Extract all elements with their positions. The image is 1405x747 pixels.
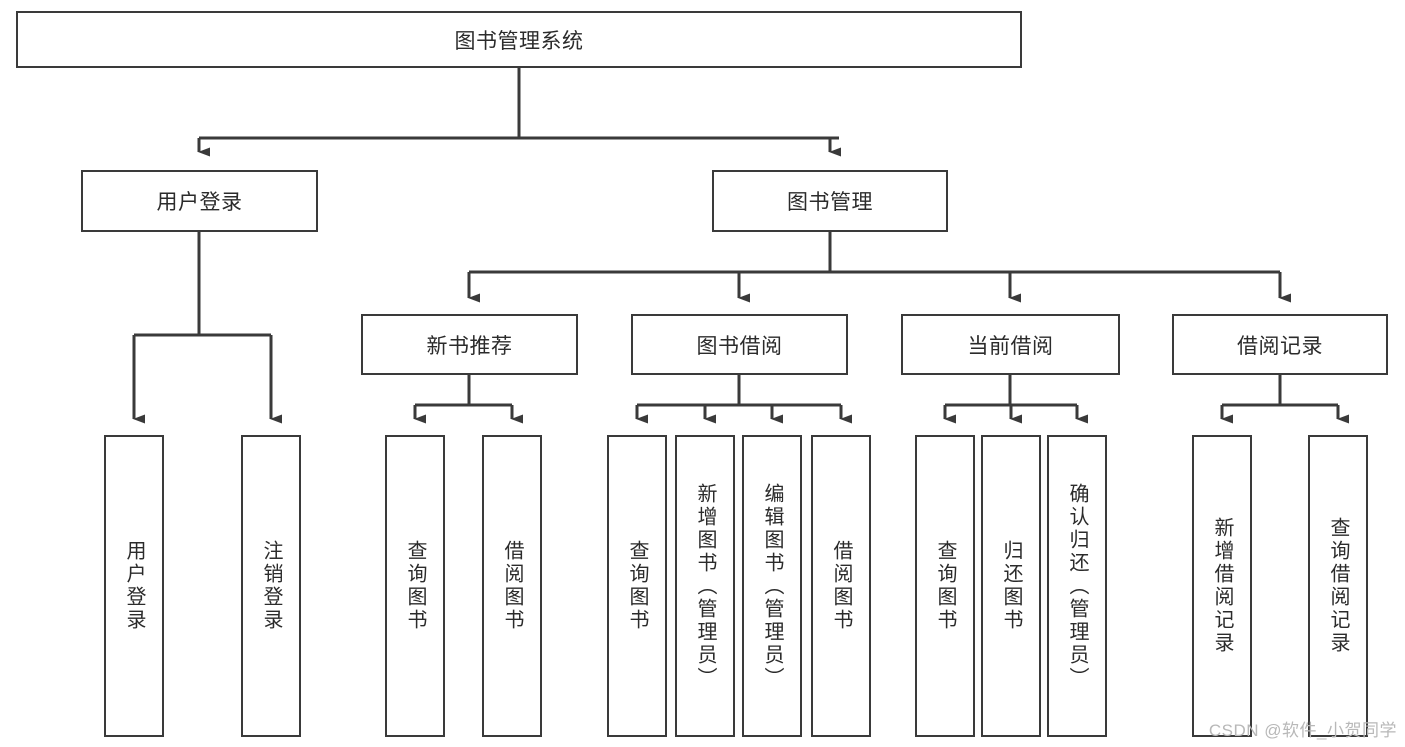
- node-leaf-borrow-book-1[interactable]: 借阅图书: [482, 435, 542, 737]
- node-root[interactable]: 图书管理系统: [16, 11, 1022, 68]
- node-leaf-confirm-return[interactable]: 确认归还（管理员）: [1047, 435, 1107, 737]
- node-leaf-add-record-label: 新增借阅记录: [1211, 517, 1233, 655]
- node-root-label: 图书管理系统: [454, 29, 584, 53]
- node-leaf-edit-book-label: 编辑图书（管理员）: [761, 482, 783, 690]
- node-leaf-query-record-label: 查询借阅记录: [1327, 517, 1349, 655]
- node-leaf-query-book-2-label: 查询图书: [626, 540, 648, 632]
- node-user-login[interactable]: 用户登录: [81, 170, 318, 232]
- node-leaf-user-login-label: 用户登录: [123, 540, 145, 632]
- node-book-manage[interactable]: 图书管理: [712, 170, 948, 232]
- node-book-borrow[interactable]: 图书借阅: [631, 314, 848, 375]
- node-leaf-query-book-3[interactable]: 查询图书: [915, 435, 975, 737]
- node-leaf-query-book-1[interactable]: 查询图书: [385, 435, 445, 737]
- node-new-book-rec[interactable]: 新书推荐: [361, 314, 578, 375]
- node-new-book-rec-label: 新书推荐: [426, 334, 513, 358]
- node-leaf-query-record[interactable]: 查询借阅记录: [1308, 435, 1368, 737]
- node-leaf-add-record[interactable]: 新增借阅记录: [1192, 435, 1252, 737]
- node-leaf-confirm-return-label: 确认归还（管理员）: [1066, 482, 1088, 690]
- node-borrow-record[interactable]: 借阅记录: [1172, 314, 1388, 375]
- node-borrow-record-label: 借阅记录: [1237, 334, 1323, 358]
- node-leaf-borrow-book-1-label: 借阅图书: [501, 540, 523, 632]
- node-leaf-return-book-label: 归还图书: [1000, 540, 1022, 632]
- node-leaf-query-book-2[interactable]: 查询图书: [607, 435, 667, 737]
- node-leaf-logout[interactable]: 注销登录: [241, 435, 301, 737]
- node-leaf-query-book-3-label: 查询图书: [934, 540, 956, 632]
- node-leaf-add-book[interactable]: 新增图书（管理员）: [675, 435, 735, 737]
- node-leaf-logout-label: 注销登录: [260, 540, 282, 632]
- node-leaf-edit-book[interactable]: 编辑图书（管理员）: [742, 435, 802, 737]
- watermark-text: CSDN @软件_小贺同学: [1208, 721, 1397, 740]
- node-leaf-user-login[interactable]: 用户登录: [104, 435, 164, 737]
- node-leaf-query-book-1-label: 查询图书: [404, 540, 426, 632]
- node-book-manage-label: 图书管理: [787, 191, 873, 214]
- node-current-borrow-label: 当前借阅: [967, 334, 1054, 358]
- node-user-login-label: 用户登录: [156, 191, 243, 214]
- node-book-borrow-label: 图书借阅: [696, 334, 783, 358]
- node-leaf-return-book[interactable]: 归还图书: [981, 435, 1041, 737]
- node-current-borrow[interactable]: 当前借阅: [901, 314, 1120, 375]
- node-leaf-add-book-label: 新增图书（管理员）: [694, 482, 716, 690]
- node-leaf-borrow-book-2[interactable]: 借阅图书: [811, 435, 871, 737]
- node-leaf-borrow-book-2-label: 借阅图书: [830, 540, 852, 632]
